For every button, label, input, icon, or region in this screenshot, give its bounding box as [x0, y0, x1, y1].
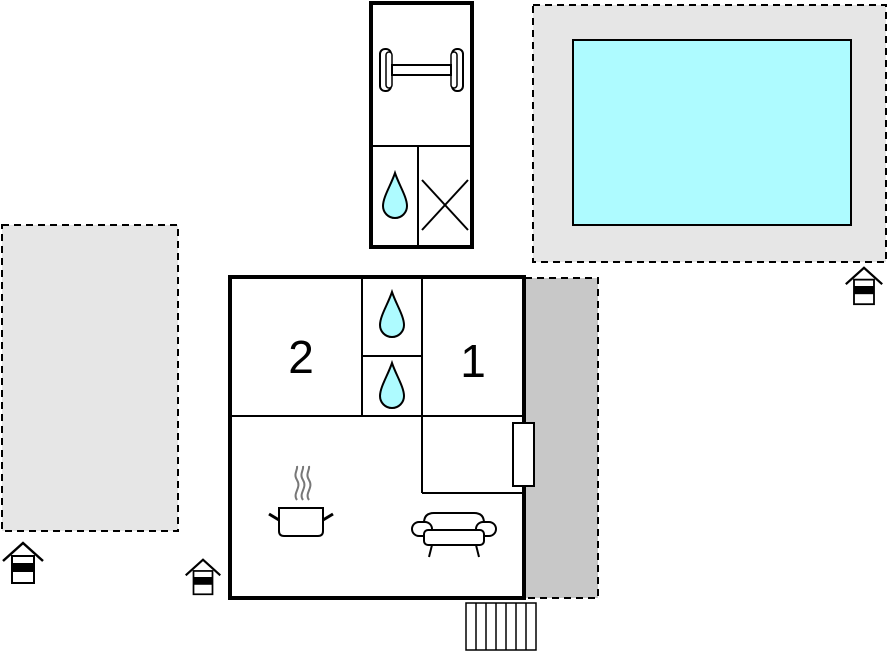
house-entry-icon	[1, 541, 45, 585]
pool-area	[532, 4, 887, 263]
cooking-pot-icon	[268, 465, 334, 537]
house-entry-icon	[184, 558, 222, 596]
terrace-area	[1, 224, 179, 532]
bedroom-1-label: 1	[460, 335, 486, 387]
sofa-icon	[411, 512, 497, 558]
crossed-box-icon	[421, 179, 469, 231]
dumbbell-icon	[379, 48, 464, 92]
stairs-icon	[465, 602, 537, 651]
house-entry-icon	[844, 266, 884, 306]
fireplace-icon	[512, 422, 535, 487]
veranda-area	[524, 277, 599, 599]
main-house: 2 1	[228, 275, 535, 600]
annex-building	[369, 1, 474, 249]
pool-water	[572, 39, 852, 226]
bedroom-2-label: 2	[288, 331, 314, 383]
